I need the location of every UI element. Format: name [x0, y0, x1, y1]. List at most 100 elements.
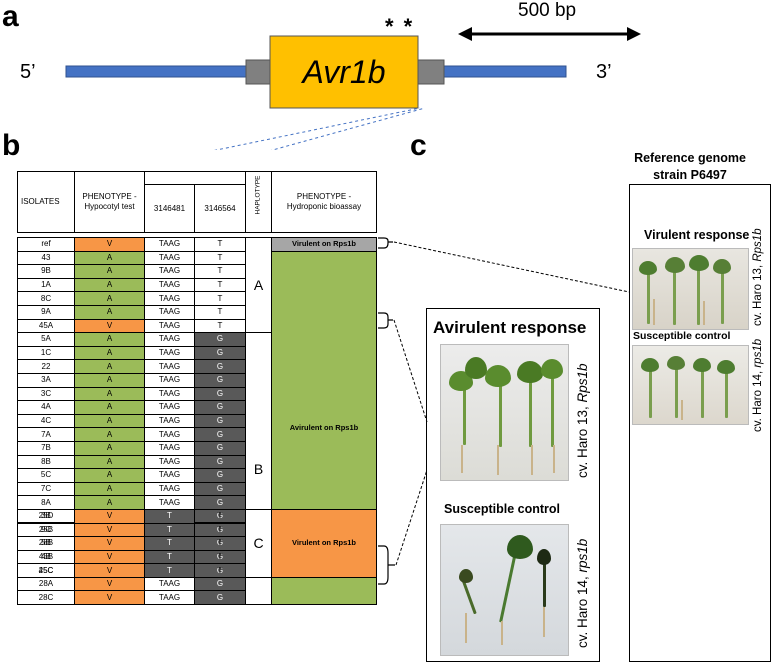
- isolate-cell: 25D: [17, 509, 75, 524]
- header-haplotype-text: HAPLOTYPE: [254, 175, 262, 215]
- hypocotyl-phenotype-cell: A: [74, 481, 145, 497]
- bioassay-c-cell: Virulent on Rps1b: [271, 509, 377, 578]
- pos2-cell: T: [194, 318, 246, 334]
- seedling-leaf: [507, 535, 533, 559]
- seedling-stem: [551, 375, 554, 447]
- seedling-leaf: [639, 261, 657, 275]
- gene-diagram: [65, 27, 641, 150]
- seedling-stem: [647, 269, 650, 324]
- isolate-cell: 25B: [17, 522, 75, 538]
- seedling-leaf: [641, 358, 659, 372]
- pos2-cell: T: [194, 304, 246, 320]
- dash-virulent: [395, 469, 428, 566]
- pos2-cell: T: [194, 277, 246, 293]
- scale-arrow-right: [627, 27, 641, 41]
- header-phenotype-hydroponic: PHENOTYPE - Hydroponic bioassay: [271, 171, 377, 233]
- seedling-root: [653, 299, 655, 325]
- seedling-root: [543, 607, 545, 637]
- seedling-root: [681, 400, 683, 420]
- pos2-cell: G: [194, 372, 246, 388]
- ref-top-caption: cv. Haro 13, Rps1b: [752, 228, 764, 326]
- hypocotyl-phenotype-cell: V: [74, 237, 145, 252]
- scale-arrow-left: [458, 27, 472, 41]
- pos1-cell: TAAG: [144, 345, 195, 361]
- header-phenotype-hypocotyl: PHENOTYPE - Hypocotyl test: [74, 171, 145, 233]
- seedling-leaf: [517, 361, 543, 383]
- pos2-cell: T: [194, 291, 246, 306]
- isolate-cell: 45A: [17, 318, 75, 334]
- avr-top-caption-text: cv. Haro 13,: [575, 402, 590, 478]
- isolate-cell: 5A: [17, 332, 75, 347]
- seedling-root: [703, 301, 705, 325]
- three-prime-utr: [417, 59, 445, 85]
- pos2-cell: G: [194, 468, 246, 483]
- seedling-leaf: [537, 549, 551, 565]
- hypocotyl-phenotype-cell: A: [74, 359, 145, 374]
- seedling-stem: [649, 368, 652, 418]
- virulent-response-label: Virulent response: [644, 228, 750, 242]
- header-positions-blank: [144, 171, 246, 185]
- hypocotyl-phenotype-cell: A: [74, 440, 145, 456]
- bracket-virulent: [378, 545, 395, 585]
- pos1-cell: TAAG: [144, 468, 195, 483]
- susceptible-control-label: Susceptible control: [444, 502, 560, 516]
- hypocotyl-phenotype-cell: V: [74, 318, 145, 334]
- isolate-cell: 45B: [17, 549, 75, 565]
- dash-ref: [393, 241, 630, 293]
- pos2-cell: G: [194, 359, 246, 374]
- pos1-cell: TAAG: [144, 454, 195, 470]
- hypocotyl-phenotype-cell: A: [74, 400, 145, 415]
- pos2-cell: G: [194, 400, 246, 415]
- pos2-cell: T: [194, 509, 246, 524]
- isolate-cell: ref: [17, 237, 75, 252]
- pos2-cell: T: [194, 237, 246, 252]
- pos1-cell: TAAG: [144, 359, 195, 374]
- pos1-cell: T: [144, 549, 195, 565]
- ref-susceptible-photo: [632, 345, 749, 425]
- ref-top-caption-text: cv. Haro 13,: [752, 261, 764, 326]
- pos2-cell: G: [194, 427, 246, 442]
- pos1-cell: TAAG: [144, 237, 195, 252]
- seedling-stem: [701, 368, 704, 418]
- bioassay-ref-cell: Virulent on Rps1b: [271, 237, 377, 252]
- reference-title: Reference genome strain P6497: [634, 151, 746, 182]
- isolate-cell: 3C: [17, 386, 75, 402]
- seedling-stem: [529, 379, 532, 447]
- hypocotyl-phenotype-cell: V: [74, 576, 145, 592]
- pos1-cell: TAAG: [144, 481, 195, 497]
- hypocotyl-phenotype-cell: A: [74, 413, 145, 429]
- pos1-cell: TAAG: [144, 304, 195, 320]
- hypocotyl-phenotype-cell: A: [74, 372, 145, 388]
- pos1-cell: TAAG: [144, 427, 195, 442]
- scale-label: 500 bp: [518, 0, 577, 21]
- seedling-stem: [499, 381, 502, 447]
- isolate-cell: 8B: [17, 454, 75, 470]
- pos1-cell: T: [144, 536, 195, 551]
- pos1-cell: TAAG: [144, 576, 195, 592]
- hypocotyl-phenotype-cell: V: [74, 590, 145, 606]
- hypocotyl-phenotype-cell: A: [74, 427, 145, 442]
- isolate-cell: 4C: [17, 413, 75, 429]
- pos1-cell: T: [144, 522, 195, 538]
- five-prime-label: 5’: [20, 61, 36, 83]
- pos2-cell: G: [194, 481, 246, 497]
- hypocotyl-phenotype-cell: V: [74, 549, 145, 565]
- seedling-leaf: [693, 358, 711, 372]
- avr1b-cds: [269, 35, 419, 109]
- avr-bottom-caption-text: cv. Haro 14,: [575, 572, 590, 648]
- dash-avirulent: [393, 319, 428, 423]
- pos1-cell: TAAG: [144, 400, 195, 415]
- hypocotyl-phenotype-cell: A: [74, 291, 145, 306]
- pos1-cell: T: [144, 509, 195, 524]
- isolate-cell: 1C: [17, 345, 75, 361]
- pos2-cell: G: [194, 413, 246, 429]
